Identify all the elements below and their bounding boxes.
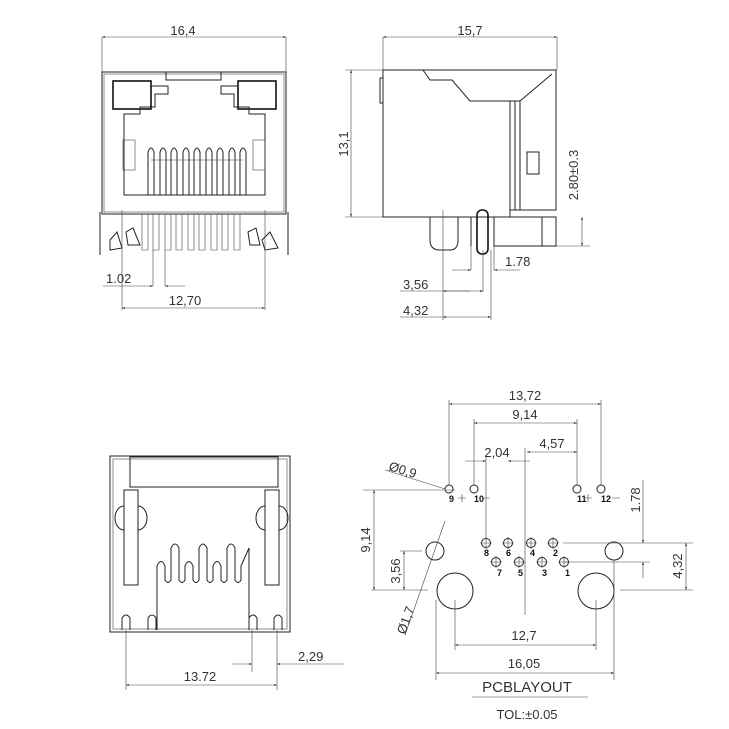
- label-hole-1-7: Ø1,7: [394, 604, 418, 636]
- pin-label-10: 10: [474, 494, 484, 504]
- locating-hole-right: [604, 541, 624, 561]
- side-view: 15,7 13,1 1.78 3,56 4,32 2.80±0.3: [336, 23, 590, 320]
- pin-label-12: 12: [601, 494, 611, 504]
- front-view: 16,4 1.02 12,70: [99, 23, 289, 310]
- pin-label-4: 4: [530, 548, 535, 558]
- pin-label-3: 3: [542, 568, 547, 578]
- pcb-layout-title: PCBLAYOUT: [482, 679, 572, 696]
- dim-9-14-vertical: 9,14: [358, 527, 373, 552]
- dim-12-7: 12,7: [511, 628, 536, 643]
- dim-height: 13,1: [336, 131, 351, 156]
- pin-label-8: 8: [484, 548, 489, 558]
- pin-label-6: 6: [506, 548, 511, 558]
- dim-offset-3-56: 3,56: [403, 277, 428, 292]
- dim-1-78: 1.78: [628, 487, 643, 512]
- dim-width: 16,4: [170, 23, 195, 38]
- dim-led-pitch: 2,29: [298, 649, 323, 664]
- dim-2-04: 2,04: [484, 445, 509, 460]
- rear-view: 2,29 13.72: [109, 455, 344, 690]
- tolerance-note: TOL:±0.05: [496, 707, 557, 722]
- pin-label-7: 7: [497, 568, 502, 578]
- dim-pin-span: 12,70: [169, 293, 202, 308]
- dim-4-57: 4,57: [539, 436, 564, 451]
- pin-label-9: 9: [449, 494, 454, 504]
- pin-label-5: 5: [518, 568, 523, 578]
- contact-pins: [147, 147, 247, 195]
- pin-label-1: 1: [565, 568, 570, 578]
- dim-pin-length: 2.80±0.3: [566, 150, 581, 201]
- dim-9-14: 9,14: [512, 407, 537, 422]
- dim-offset-4-32: 4,32: [403, 303, 428, 318]
- dim-offset-1-78: 1.78: [505, 254, 530, 269]
- dim-3-56: 3,56: [388, 558, 403, 583]
- dim-led-span: 13.72: [184, 669, 217, 684]
- pcb-layout: 13,72 9,14 4,57 2,04 Ø0,9 9 10 11 12 8 6…: [358, 388, 693, 722]
- pin-label-11: 11: [577, 494, 587, 504]
- dim-13-72: 13,72: [509, 388, 542, 403]
- led-holes: [444, 484, 606, 494]
- pin-label-2: 2: [553, 548, 558, 558]
- dim-16-05: 16,05: [508, 656, 541, 671]
- label-hole-0-9: Ø0,9: [387, 459, 418, 482]
- dim-depth: 15,7: [457, 23, 482, 38]
- dim-pin-pitch: 1.02: [106, 271, 131, 286]
- dim-4-32: 4,32: [670, 553, 685, 578]
- locating-hole-left: [425, 541, 445, 561]
